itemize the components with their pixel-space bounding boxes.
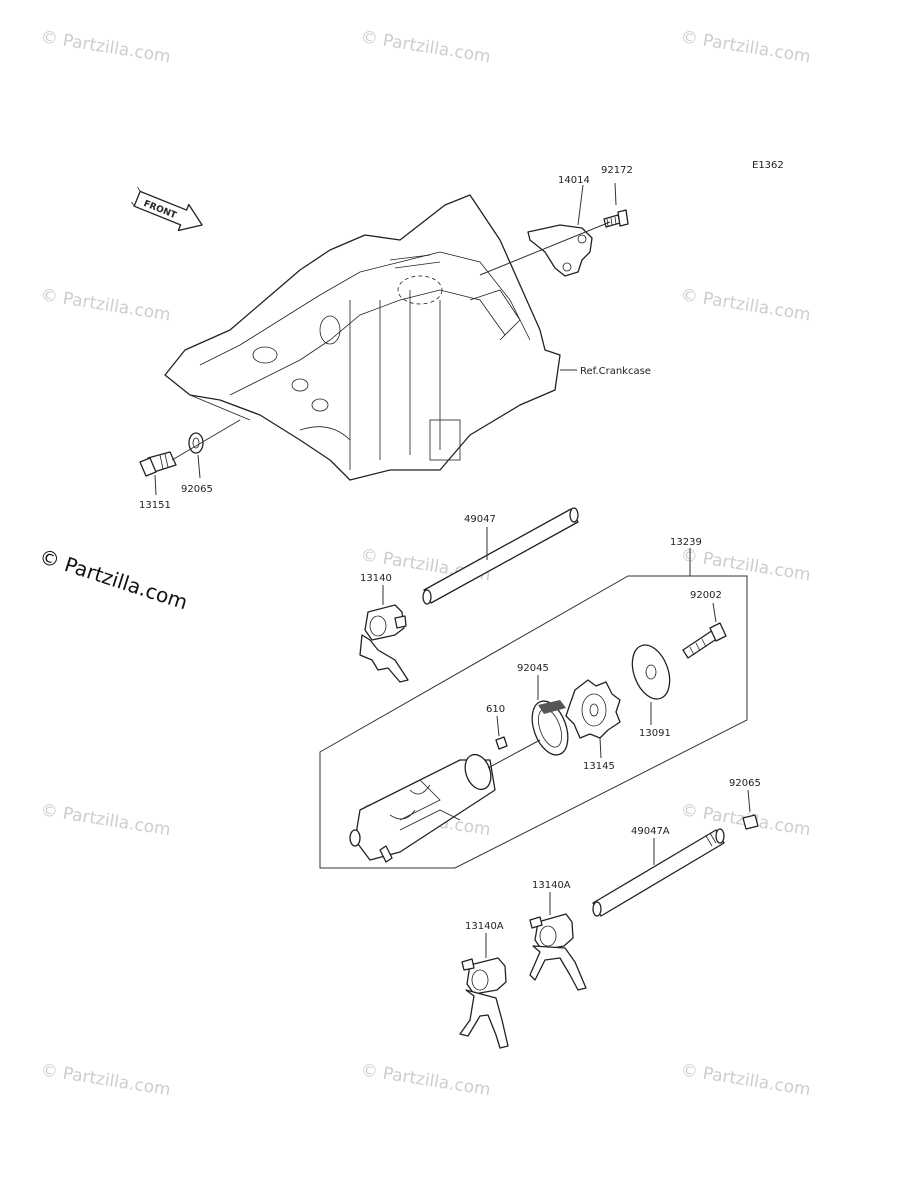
watermark-main: © Partzilla.com	[36, 544, 190, 615]
label-610: 610	[486, 704, 505, 715]
watermark: © Partzilla.com	[359, 27, 492, 67]
part-92065-cap	[742, 814, 759, 830]
crankcase	[164, 194, 561, 481]
part-13145	[565, 679, 621, 739]
watermark: © Partzilla.com	[679, 27, 812, 67]
watermark: © Partzilla.com	[359, 1060, 492, 1100]
ref-crankcase-label: Ref.Crankcase	[580, 366, 651, 377]
assembly-13239-box	[319, 575, 748, 869]
label-49047A: 49047A	[631, 826, 670, 837]
part-13091	[631, 644, 671, 700]
part-49047	[422, 507, 579, 605]
part-92002	[682, 622, 727, 659]
label-13091: 13091	[639, 728, 671, 739]
label-92172: 92172	[601, 165, 633, 176]
label-49047: 49047	[464, 514, 496, 525]
label-13145: 13145	[583, 761, 615, 772]
label-92065-top: 92065	[181, 484, 213, 495]
part-49047A	[592, 828, 725, 917]
watermark: © Partzilla.com	[39, 800, 172, 840]
part-14014	[527, 224, 593, 277]
label-13140: 13140	[360, 573, 392, 584]
part-13140A-left	[459, 957, 509, 1049]
label-13140A-left: 13140A	[465, 921, 504, 932]
part-610	[495, 736, 508, 750]
part-92045	[531, 700, 569, 756]
part-13151	[139, 451, 177, 477]
watermark: © Partzilla.com	[39, 27, 172, 67]
diagram-code: E1362	[752, 160, 784, 171]
part-13140A-right	[529, 913, 587, 991]
watermark: © Partzilla.com	[679, 545, 812, 585]
label-92045: 92045	[517, 663, 549, 674]
watermarks: © Partzilla.com © Partzilla.com © Partzi…	[36, 27, 811, 1100]
watermark: © Partzilla.com	[39, 1060, 172, 1100]
label-92002: 92002	[690, 590, 722, 601]
watermark: © Partzilla.com	[679, 1060, 812, 1100]
label-13140A-right: 13140A	[532, 880, 571, 891]
shift-drum	[349, 753, 496, 863]
label-13239: 13239	[670, 537, 702, 548]
part-92172	[603, 209, 629, 228]
label-13151: 13151	[139, 500, 171, 511]
watermark: © Partzilla.com	[679, 285, 812, 325]
part-13140	[359, 604, 409, 683]
label-92065-bottom: 92065	[729, 778, 761, 789]
label-14014: 14014	[558, 175, 590, 186]
front-arrow: FRONT	[131, 186, 203, 232]
watermark: © Partzilla.com	[39, 285, 172, 325]
